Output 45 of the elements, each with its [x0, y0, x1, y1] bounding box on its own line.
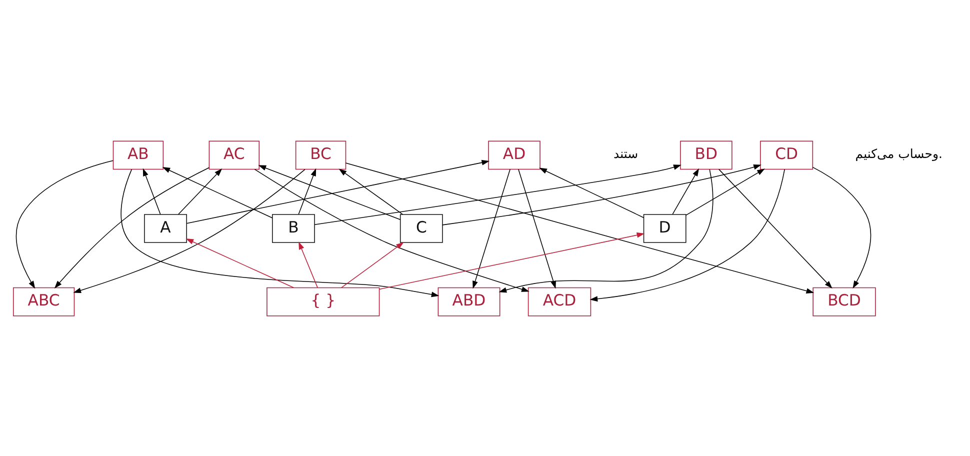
- node-box: D: [643, 214, 686, 242]
- arrow: [258, 164, 401, 220]
- label: ستند: [614, 146, 638, 161]
- arrow: [718, 168, 832, 288]
- node-box: { }: [266, 286, 380, 316]
- arrow: [186, 238, 294, 288]
- node-box: AC: [208, 140, 260, 170]
- arrow: [498, 168, 714, 292]
- arrow: [54, 166, 210, 288]
- arrow: [379, 232, 645, 290]
- arrow: [142, 168, 161, 214]
- arrow: [314, 164, 682, 224]
- arrow: [16, 160, 114, 288]
- node-box: C: [400, 214, 443, 242]
- node-box: AB: [112, 140, 164, 170]
- arrow: [340, 242, 404, 288]
- node-box: BCD: [812, 286, 876, 316]
- arrow: [590, 168, 785, 302]
- node-box: CD: [760, 140, 814, 170]
- arrow: [178, 168, 222, 214]
- node-box: ACD: [528, 286, 592, 316]
- arrow: [338, 168, 404, 214]
- node-box: BD: [680, 140, 732, 170]
- arrow: [298, 241, 318, 288]
- arrow: [539, 167, 644, 218]
- arrow: [442, 164, 762, 225]
- arrow: [686, 168, 765, 216]
- node-box: ABC: [13, 286, 75, 316]
- arrow: [298, 168, 316, 214]
- arrow: [472, 168, 510, 288]
- node-box: B: [272, 214, 315, 242]
- arrow: [345, 162, 814, 293]
- node-box: ABD: [438, 286, 500, 316]
- arrow: [186, 159, 490, 224]
- arrow: [254, 168, 530, 292]
- arrow: [73, 168, 306, 292]
- arrow: [120, 168, 440, 297]
- arrow: [162, 166, 273, 218]
- arrow: [518, 168, 556, 288]
- arrow: [672, 168, 700, 214]
- node-box: AD: [488, 140, 540, 170]
- label: وحساب می‌کنیم.: [855, 146, 942, 161]
- node-box: A: [144, 214, 187, 242]
- arrow: [812, 166, 872, 288]
- node-box: BC: [295, 140, 346, 170]
